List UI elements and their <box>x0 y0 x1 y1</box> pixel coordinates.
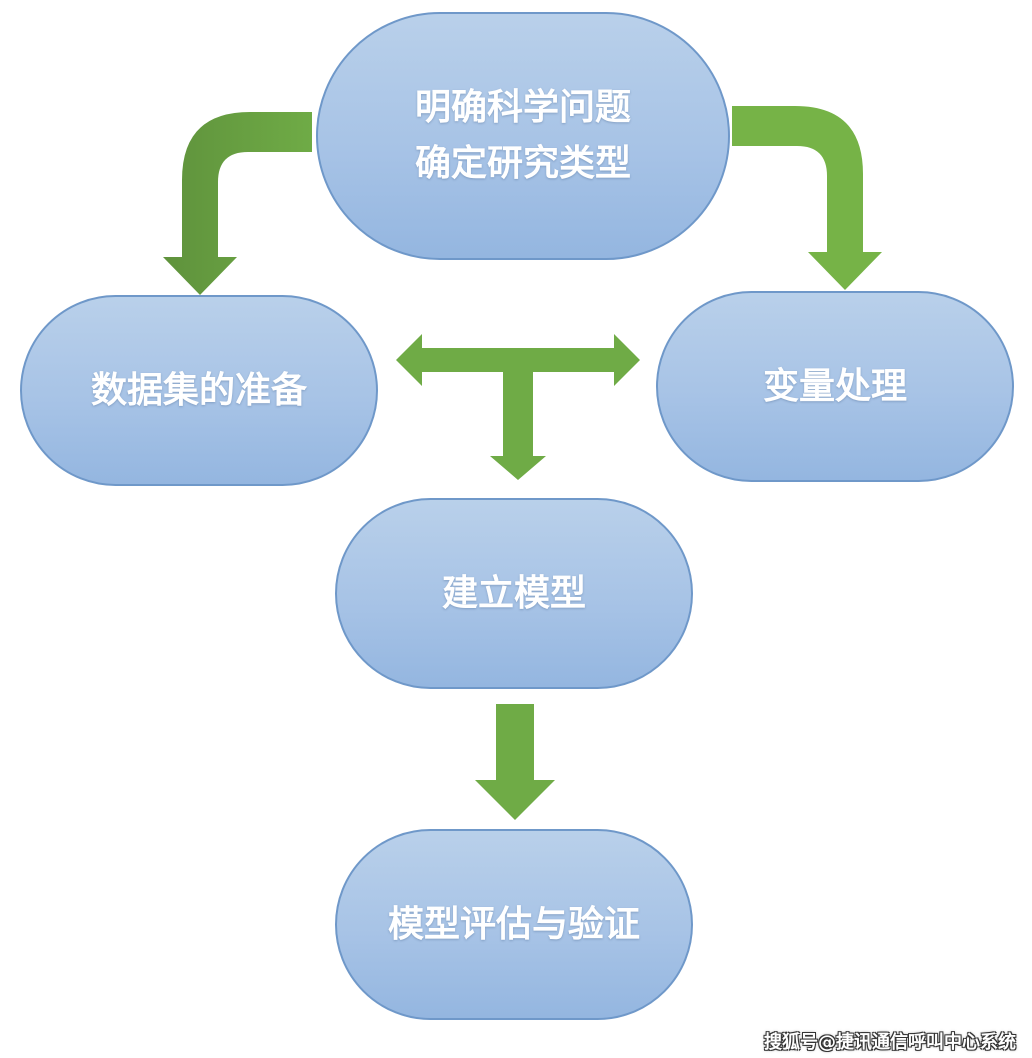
node-build-model-label: 建立模型 <box>441 572 586 614</box>
arrow-top-to-left <box>163 112 312 295</box>
node-variable-processing: 变量处理 <box>656 291 1014 482</box>
node-define-question-line-1: 明确科学问题 <box>414 87 631 129</box>
node-model-evaluation: 模型评估与验证 <box>335 829 693 1020</box>
watermark-text: 搜狐号@捷讯通信呼叫中心系统 <box>764 1032 1016 1053</box>
node-define-question: 明确科学问题 确定研究类型 <box>316 12 730 260</box>
node-variable-processing-label: 变量处理 <box>762 365 907 407</box>
node-define-question-line-2: 确定研究类型 <box>414 143 631 184</box>
arrow-t-junction <box>396 334 640 480</box>
node-model-evaluation-label: 模型评估与验证 <box>387 903 640 945</box>
node-dataset-preparation-label: 数据集的准备 <box>90 369 307 411</box>
node-build-model: 建立模型 <box>335 498 693 689</box>
arrow-model-to-evaluation <box>475 704 555 820</box>
arrow-top-to-right <box>732 106 882 290</box>
node-dataset-preparation: 数据集的准备 <box>20 295 378 486</box>
